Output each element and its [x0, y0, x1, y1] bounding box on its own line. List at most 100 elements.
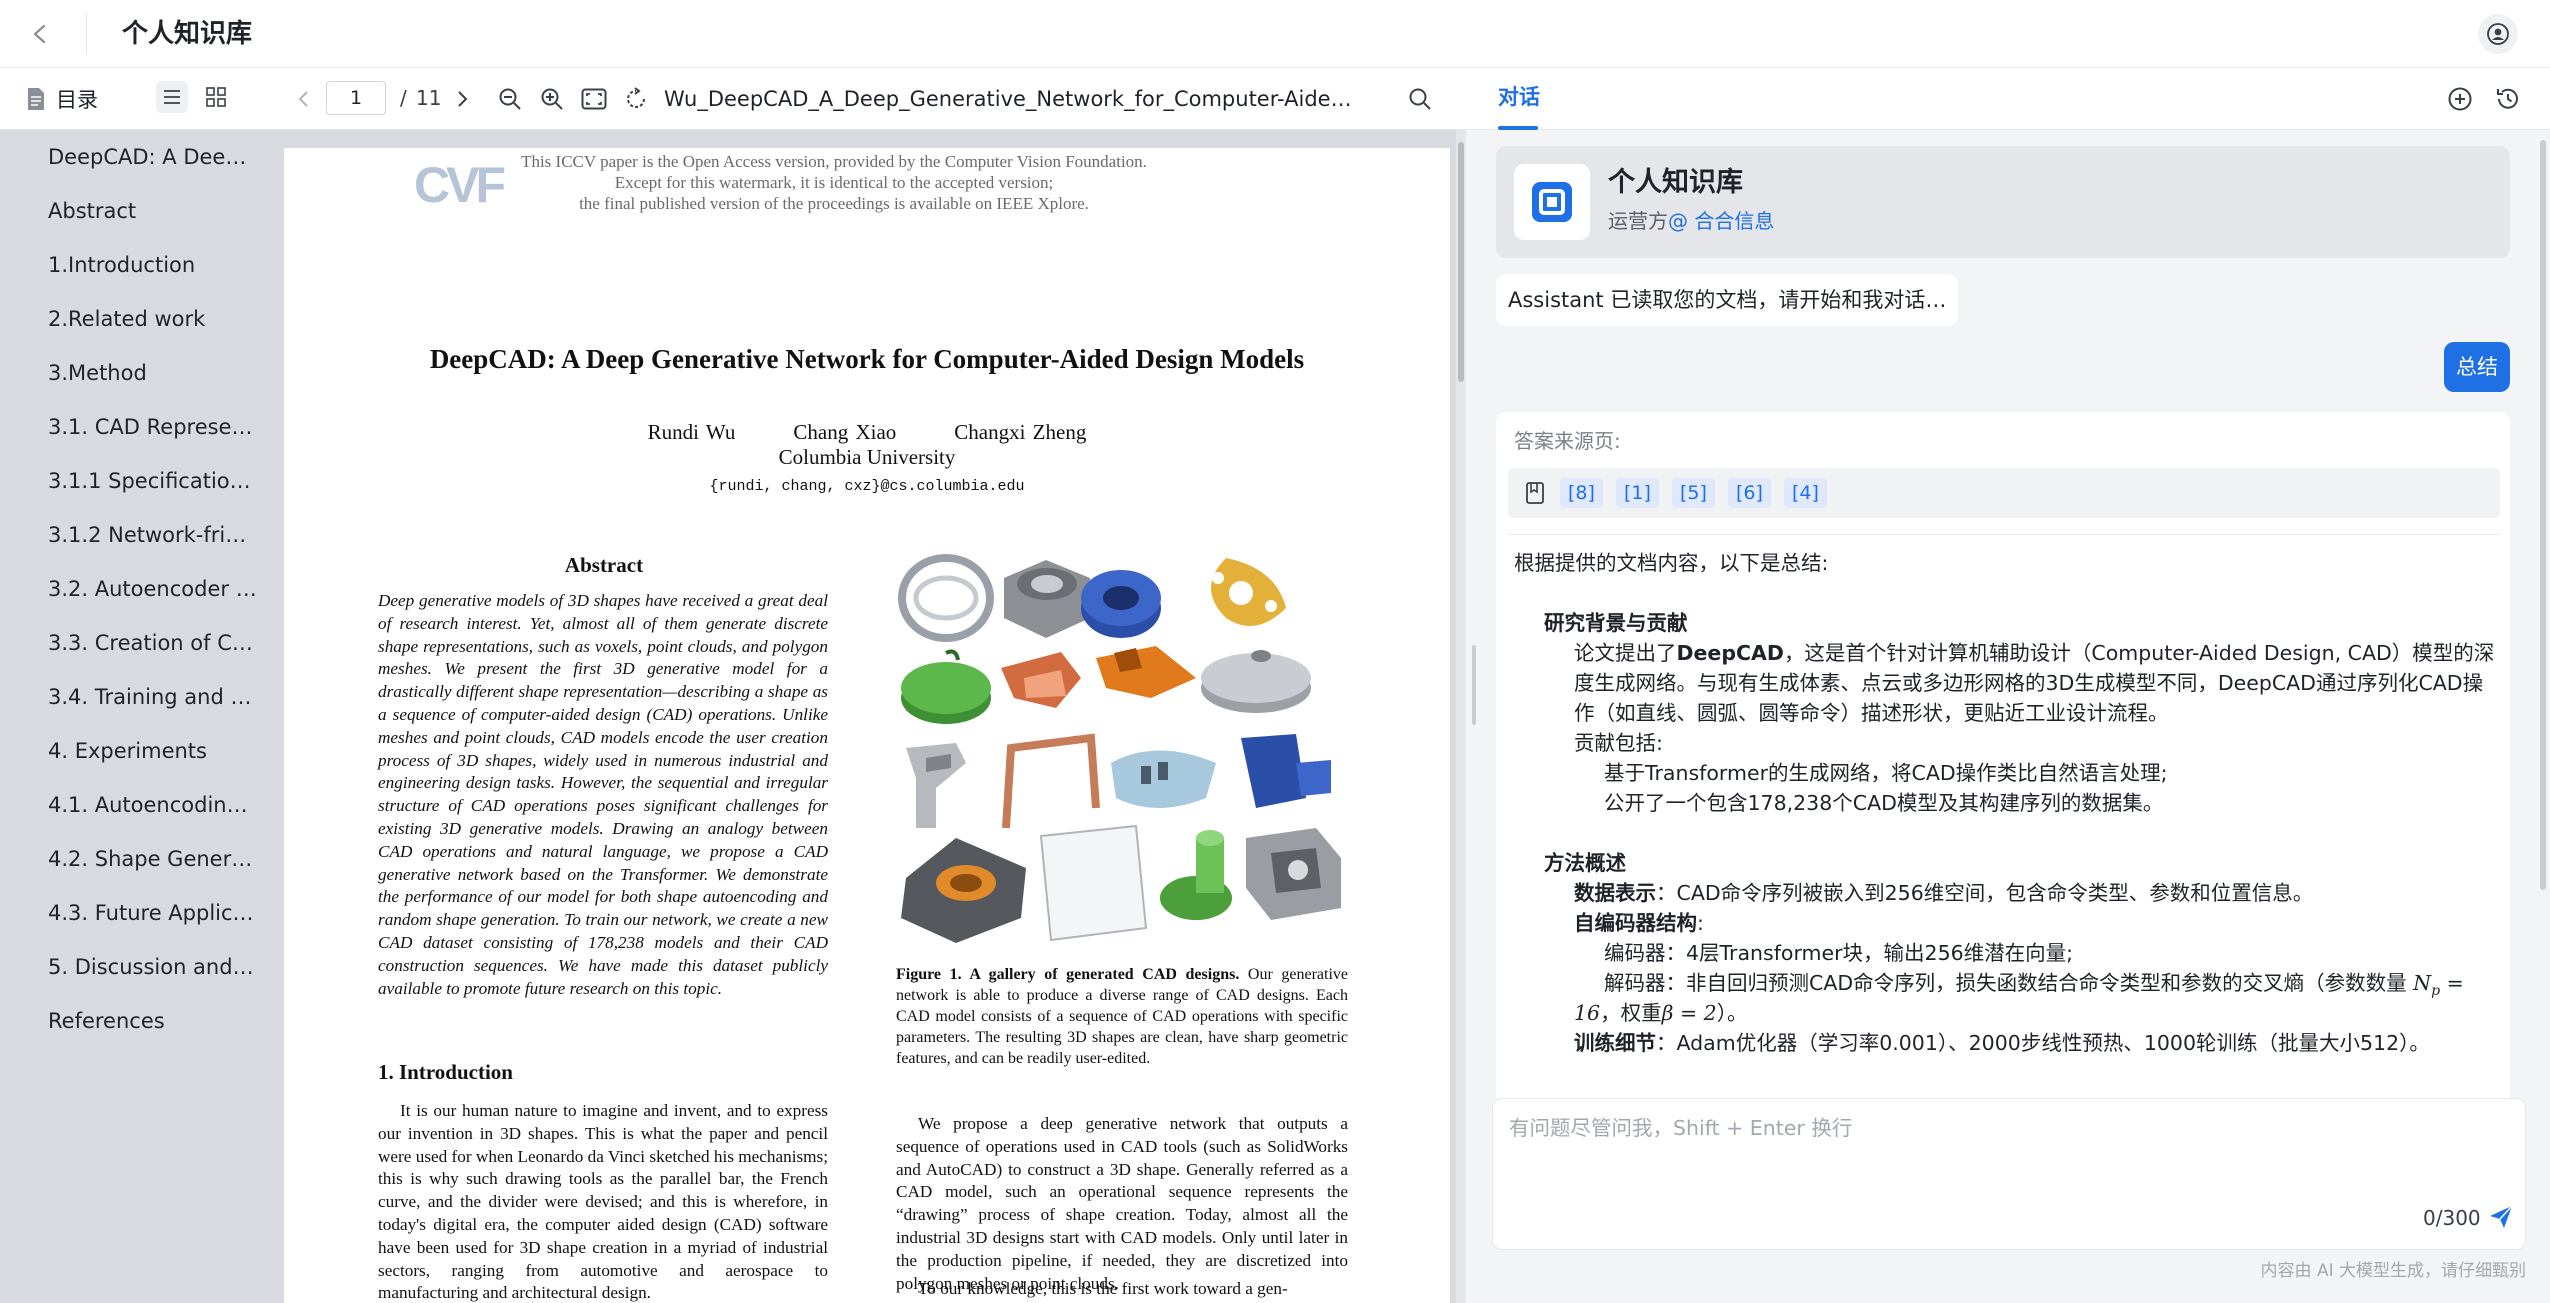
toc-item[interactable]: 4.1. Autoencoding of CAD Models: [48, 793, 258, 817]
grid-view-button[interactable]: [200, 81, 232, 113]
history-button[interactable]: [2492, 83, 2524, 115]
column2-paragraph: To our knowledge, this is the first work…: [918, 1279, 1288, 1298]
next-page-icon: [458, 91, 468, 107]
answer-heading: 方法概述: [1544, 851, 1626, 875]
toc-item[interactable]: 4.3. Future Applications: [48, 901, 258, 925]
next-page-button[interactable]: [446, 83, 478, 115]
answer-line: 解码器：非自回归预测CAD命令序列，损失函数结合命令类型和参数的交叉熵（参数数量…: [1604, 968, 2464, 1006]
abstract-text: Deep generative models of 3D shapes have…: [378, 591, 828, 998]
watermark-line: Except for this watermark, it is identic…: [614, 173, 1054, 192]
toc-item[interactable]: 4.2. Shape Generation: [48, 847, 258, 871]
answer-intro: 根据提供的文档内容，以下是总结:: [1514, 551, 1829, 575]
source-page-chip[interactable]: [4]: [1784, 478, 1827, 508]
answer-line: 自编码器结构:: [1574, 908, 1704, 938]
toc-item[interactable]: 5. Discussion and Conclusion: [48, 955, 258, 979]
toc-item[interactable]: 3.1.2 Network-friendly Representation: [48, 523, 258, 547]
toc-item[interactable]: 3.3. Creation of CAD Dataset: [48, 631, 258, 655]
paper-authors: Rundi Wu Chang Xiao Changxi Zheng: [647, 420, 1087, 444]
toc-item[interactable]: 2.Related work: [48, 307, 206, 331]
chat-header: 对话: [1466, 68, 2550, 130]
source-page-chip[interactable]: [1]: [1616, 478, 1659, 508]
answer-text: ，这是首个针对计算机辅助设计（Computer-Aided Design, CA…: [1783, 641, 2495, 665]
kb-logo: [1514, 164, 1590, 240]
toc-item[interactable]: DeepCAD: A Deep Generative Network for C…: [48, 145, 258, 169]
toc-item[interactable]: References: [48, 1009, 165, 1033]
send-button[interactable]: [2483, 1199, 2519, 1235]
pdf-viewer[interactable]: CVF This ICCV paper is the Open Access v…: [264, 130, 1466, 1303]
toc-item[interactable]: 1.Introduction: [48, 253, 196, 277]
zoom-in-button[interactable]: [536, 83, 568, 115]
page-number-input[interactable]: [326, 81, 386, 115]
answer-divider: [1508, 534, 2500, 535]
cad-shape: [906, 743, 966, 828]
zoom-out-button[interactable]: [494, 83, 526, 115]
answer-line: 论文提出了DeepCAD，这是首个针对计算机辅助设计（Computer-Aide…: [1574, 638, 2494, 668]
answer-heading: 研究背景与贡献: [1544, 611, 1688, 635]
prev-page-button[interactable]: [288, 83, 320, 115]
source-pages-bar: [8] [1] [5] [6] [4]: [1508, 468, 2500, 518]
panel-resize-handle[interactable]: [1472, 645, 1476, 725]
toc-item[interactable]: 3.1.1 Specification of CAD Commands: [48, 469, 258, 493]
toc-toggle[interactable]: 目录: [26, 82, 98, 116]
tab-active-indicator: [1498, 126, 1538, 130]
answer-bold: 数据表示: [1574, 881, 1656, 905]
source-page-chip[interactable]: [5]: [1672, 478, 1715, 508]
answer-text: ：Adam优化器（学习率0.001）、2000步线性预热、1000轮训练（批量大…: [1656, 1031, 2430, 1055]
cad-shape: [1039, 824, 1148, 942]
toc-item[interactable]: 4. Experiments: [48, 739, 207, 763]
pdf-scrollbar-track[interactable]: [1456, 130, 1466, 1303]
cad-shape: [1001, 652, 1081, 708]
chat-input-placeholder[interactable]: 有问题尽管问我，Shift + Enter 换行: [1509, 1116, 1853, 1140]
answer-text: 论文提出了: [1574, 641, 1677, 665]
cad-shape: [1211, 558, 1286, 626]
history-icon: [2497, 88, 2518, 109]
kb-operator-link[interactable]: @ 合合信息: [1668, 209, 1775, 233]
toc-item[interactable]: Abstract: [48, 199, 137, 223]
kb-operator-prefix: 运营方: [1608, 209, 1668, 233]
list-view-icon: [164, 90, 180, 104]
answer-text: ：CAD命令序列被嵌入到256维空间，包含命令类型、参数和位置信息。: [1656, 881, 2314, 905]
answer-math: β = 2: [1661, 1001, 1717, 1025]
back-button[interactable]: [20, 14, 60, 54]
source-page-chip[interactable]: [8]: [1560, 478, 1603, 508]
source-page-chip[interactable]: [6]: [1728, 478, 1771, 508]
ai-disclaimer: 内容由 AI 大模型生成，请仔细甄别: [2260, 1261, 2526, 1281]
page-total: 11: [416, 86, 442, 110]
toc-item[interactable]: 3.1. CAD Representation for Neural Netwo…: [48, 415, 258, 439]
search-button[interactable]: [1404, 83, 1436, 115]
list-view-button[interactable]: [156, 81, 188, 113]
toc-item[interactable]: 3.2. Autoencoder for CAD Models: [48, 577, 258, 601]
answer-math: 16: [1574, 1001, 1601, 1025]
rotate-button[interactable]: [620, 83, 652, 115]
assistant-answer: 答案来源页: [8] [1] [5] [6] [4] 根据提供的文档内容，以下是…: [1496, 412, 2510, 1212]
document-icon: [28, 88, 44, 110]
toc-item[interactable]: 3.Method: [48, 361, 147, 385]
rotate-icon: [627, 87, 645, 108]
answer-text: :: [1697, 911, 1704, 935]
answer-line: 基于Transformer的生成网络，将CAD操作类比自然语言处理;: [1604, 761, 2168, 785]
pdf-scrollbar-thumb[interactable]: [1458, 142, 1464, 382]
figure-caption: Figure 1. A gallery of generated CAD des…: [896, 964, 1348, 1069]
new-chat-button[interactable]: [2444, 83, 2476, 115]
column2-paragraph: We propose a deep generative network tha…: [896, 1114, 1348, 1293]
paper-email: {rundi, chang, cxz}@cs.columbia.edu: [709, 478, 1025, 495]
document-title: Wu_DeepCAD_A_Deep_Generative_Network_for…: [664, 87, 1364, 111]
char-count: 0/300: [2423, 1206, 2481, 1230]
toc-item[interactable]: 3.4. Training and Runtime Generation: [48, 685, 258, 709]
fit-page-icon: [581, 88, 607, 110]
tab-chat[interactable]: 对话: [1498, 85, 1540, 109]
user-menu-button[interactable]: [2478, 14, 2518, 54]
grid-view-icon: [206, 87, 226, 107]
answer-bold: DeepCAD: [1676, 641, 1784, 665]
back-arrow-icon: [33, 24, 46, 44]
chat-input-box[interactable]: 有问题尽管问我，Shift + Enter 换行 0/300: [1492, 1098, 2526, 1250]
abstract-heading: Abstract: [564, 553, 644, 577]
fit-page-button[interactable]: [578, 83, 610, 115]
cad-shape: [1201, 650, 1311, 713]
chat-scrollbar-thumb[interactable]: [2540, 140, 2546, 890]
cad-shape: [1081, 570, 1161, 638]
zoom-in-icon: [541, 88, 563, 110]
top-bar: 个人知识库: [0, 0, 2550, 68]
cad-shape: [1160, 830, 1232, 920]
answer-line: 公开了一个包含178,238个CAD模型及其构建序列的数据集。: [1604, 791, 2164, 815]
